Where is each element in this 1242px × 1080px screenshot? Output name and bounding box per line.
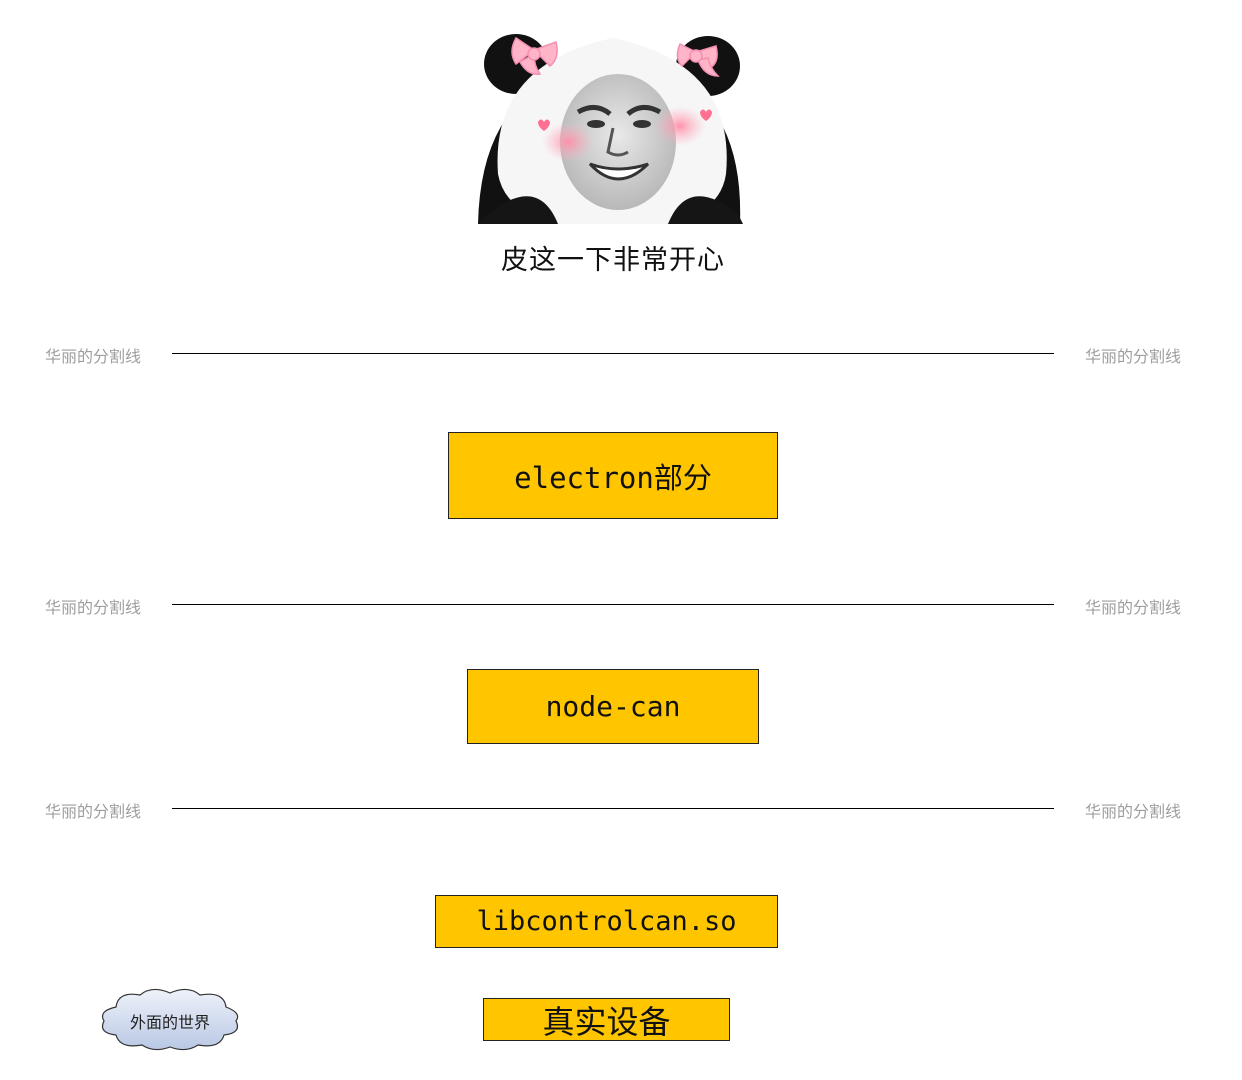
panda-face-illustration	[468, 24, 758, 242]
outside-world-label: 外面的世界	[129, 1013, 210, 1032]
divider-3-right-label: 华丽的分割线	[1085, 802, 1182, 821]
divider-1-left-label: 华丽的分割线	[45, 347, 142, 366]
real-device-layer-label: 真实设备	[542, 1002, 671, 1041]
libcontrolcan-layer-box: libcontrolcan.so	[435, 895, 778, 948]
divider-1-line	[172, 353, 1054, 354]
divider-3-line	[172, 808, 1054, 809]
electron-layer-box: electron部分	[448, 432, 778, 519]
cloud-shape	[101, 988, 239, 1051]
real-device-layer-box: 真实设备	[483, 998, 730, 1041]
divider-2-line	[172, 604, 1054, 605]
electron-layer-label: electron部分	[514, 460, 712, 495]
panda-meme-image	[468, 24, 758, 242]
divider-1-right-label: 华丽的分割线	[1085, 347, 1182, 366]
node-can-layer-box: node-can	[467, 669, 759, 744]
divider-3-left-label: 华丽的分割线	[45, 802, 142, 821]
node-can-layer-label: node-can	[545, 690, 681, 723]
divider-2-left-label: 华丽的分割线	[45, 598, 142, 617]
libcontrolcan-layer-label: libcontrolcan.so	[476, 906, 737, 937]
divider-2-right-label: 华丽的分割线	[1085, 598, 1182, 617]
outside-world-cloud: 外面的世界	[96, 985, 244, 1053]
meme-caption: 皮这一下非常开心	[501, 245, 725, 276]
